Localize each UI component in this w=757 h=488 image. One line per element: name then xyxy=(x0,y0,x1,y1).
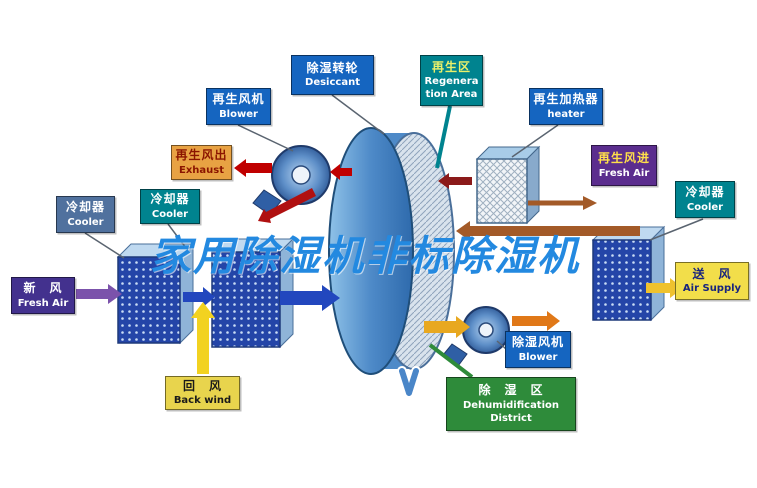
regen-blower-fan-icon xyxy=(252,145,331,216)
wheel-ribbon xyxy=(397,366,421,398)
watermark-title: 家用除湿机非标除湿机 xyxy=(150,232,580,280)
label-cooler-right-en: Cooler xyxy=(686,201,724,213)
label-desiccant: 除湿转轮 Desiccant xyxy=(291,55,374,95)
arrow-wheel-to-regen-blower xyxy=(330,164,352,180)
arrow-process-blue-2 xyxy=(280,285,340,311)
label-back-wind: 回 风 Back wind xyxy=(165,376,240,410)
label-back-wind-en: Back wind xyxy=(173,395,232,407)
arrow-exhaust-diagonal xyxy=(258,188,316,223)
connector-lines xyxy=(84,94,704,350)
label-regen-blower-zh: 再生风机 xyxy=(212,92,265,107)
label-desiccant-zh: 除湿转轮 xyxy=(306,60,359,75)
arrow-freshair-in xyxy=(76,284,122,304)
connector-line xyxy=(649,218,704,241)
arrow-exhaust-out xyxy=(234,159,272,177)
heater-box xyxy=(475,145,541,225)
arrow-regen-to-wheel xyxy=(456,221,640,241)
label-exhaust-zh: 再生风出 xyxy=(175,148,228,163)
connector-line xyxy=(237,124,294,152)
label-air-supply-zh: 送 风 xyxy=(692,266,732,281)
label-air-supply-en: Air Supply xyxy=(682,283,742,295)
label-fresh-air: 新 风 Fresh Air xyxy=(11,277,75,314)
label-regen-blower-en: Blower xyxy=(219,108,258,120)
label-cooler-left: 冷却器 Cooler xyxy=(56,196,115,233)
label-dehumidification-district-en: Dehumidification District xyxy=(462,399,560,424)
label-regen-blower: 再生风机 Blower xyxy=(206,88,271,125)
arrow-backwind-up xyxy=(191,302,215,374)
label-fresh-air-zh: 新 风 xyxy=(23,281,63,296)
dehumid-blower-fan-icon xyxy=(442,306,510,367)
label-dehumid-blower-zh: 除湿风机 xyxy=(511,335,564,350)
connector-line xyxy=(84,232,125,259)
label-air-supply: 送 风 Air Supply xyxy=(675,262,749,300)
flow-arrows xyxy=(76,159,683,374)
label-cooler-mid-zh: 冷却器 xyxy=(150,192,190,207)
arrow-air-supply xyxy=(646,278,683,298)
label-dehumidification-district-zh: 除 湿 区 xyxy=(478,383,544,398)
label-regen-fresh-air-zh: 再生风进 xyxy=(597,151,650,166)
label-fresh-air-en: Fresh Air xyxy=(17,297,69,309)
label-cooler-left-en: Cooler xyxy=(67,216,104,228)
label-desiccant-en: Desiccant xyxy=(305,77,360,89)
cooler-box-right xyxy=(591,225,666,322)
dehumid-area-pointer xyxy=(428,343,474,379)
label-cooler-right: 冷却器 Cooler xyxy=(675,181,735,218)
arrow-wheel-to-blower xyxy=(424,316,470,338)
label-regeneration-area-zh: 再生区 xyxy=(431,59,471,74)
label-regeneration-area-en: Regeneration Area xyxy=(424,76,479,101)
arrow-blower-out xyxy=(512,311,560,331)
label-regeneration-area: 再生区 Regeneration Area xyxy=(420,55,483,106)
label-cooler-left-zh: 冷却器 xyxy=(65,200,105,215)
regen-area-pointer xyxy=(435,105,452,169)
label-dehumid-blower: 除湿风机 Blower xyxy=(505,331,571,368)
label-back-wind-zh: 回 风 xyxy=(182,378,222,393)
connector-line xyxy=(167,223,187,249)
connector-line xyxy=(496,340,507,350)
arrow-heater-to-wheel xyxy=(438,173,472,189)
arrow-heater-out-head xyxy=(583,196,597,210)
label-dehumidification-district: 除 湿 区 Dehumidification District xyxy=(446,377,576,431)
label-exhaust: 再生风出 Exhaust xyxy=(171,145,232,180)
label-cooler-right-zh: 冷却器 xyxy=(685,185,725,200)
label-regen-fresh-air-en: Fresh Air xyxy=(598,167,650,179)
connector-line xyxy=(331,94,385,135)
label-cooler-mid: 冷却器 Cooler xyxy=(140,189,200,224)
arrow-process-blue-1 xyxy=(183,287,215,307)
label-dehumid-blower-en: Blower xyxy=(518,351,558,363)
label-cooler-mid-en: Cooler xyxy=(151,208,189,220)
label-heater-zh: 再生加热器 xyxy=(533,92,599,107)
label-regen-fresh-air: 再生风进 Fresh Air xyxy=(591,145,657,186)
label-heater-en: heater xyxy=(547,108,585,120)
connector-line xyxy=(511,124,559,158)
label-heater: 再生加热器 heater xyxy=(529,88,603,125)
label-exhaust-en: Exhaust xyxy=(179,164,224,176)
desiccant-wheel xyxy=(328,127,455,375)
cooler-box-left xyxy=(116,242,195,345)
